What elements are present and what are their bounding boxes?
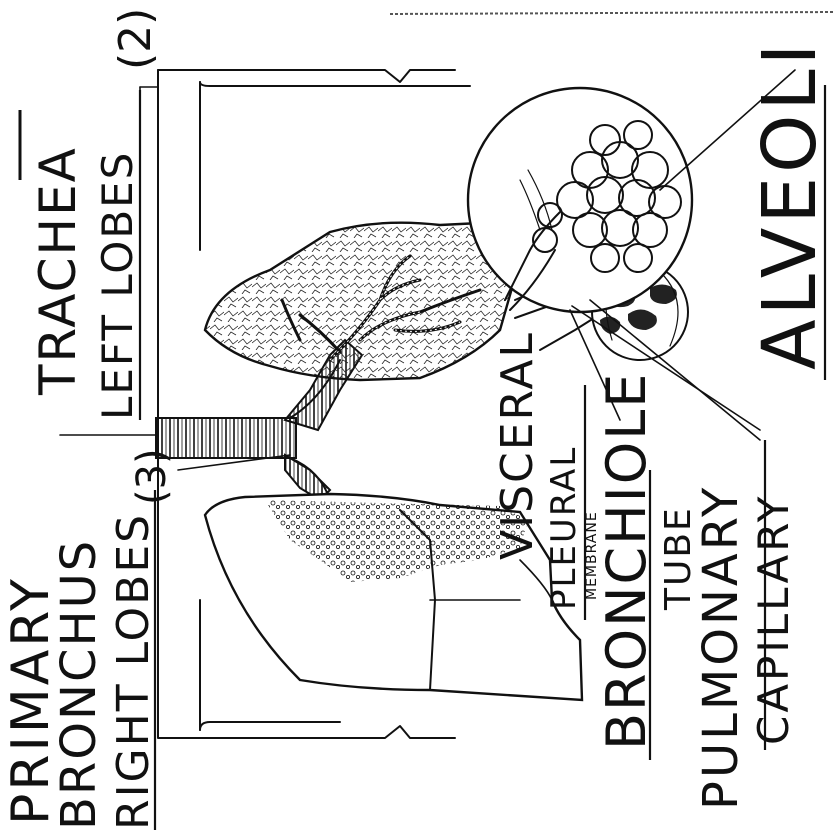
label-capillary: CAPILLARY (749, 494, 798, 745)
label-trachea: TRACHEA (29, 146, 87, 396)
label-pleural: PLEURAL (544, 446, 584, 610)
label-bronchiole: BRONCHIOLE (595, 372, 658, 750)
label-right-lobes-count: (3) (129, 448, 175, 505)
left-lung (205, 222, 520, 380)
label-left-lobes-count: (2) (110, 8, 161, 70)
label-left-lobes: LEFT LOBES (93, 151, 142, 420)
labels: TRACHEA LEFT LOBES (2) ALVEOLI PRIMARY B… (1, 8, 833, 830)
label-right-lobes: RIGHT LOBES (108, 513, 159, 830)
label-bronchus: BRONCHUS (51, 539, 107, 830)
alveoli-magnified (468, 88, 692, 312)
label-pulmonary: PULMONARY (693, 485, 749, 810)
label-visceral: VISCERAL (492, 331, 543, 560)
label-alveoli: ALVEOLI (747, 40, 833, 370)
page-edge (390, 12, 833, 14)
